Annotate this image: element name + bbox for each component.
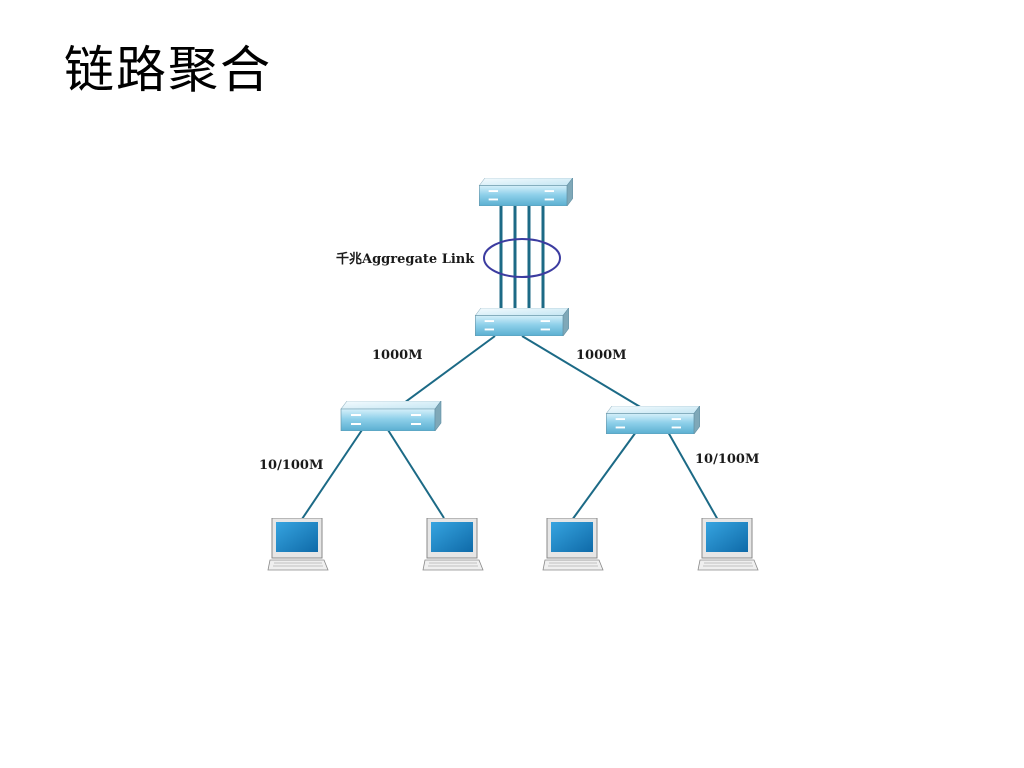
distribution-switch-icon (474, 308, 570, 336)
uplink-left-label: 1000M (372, 348, 423, 363)
laptop-icon (422, 518, 484, 571)
laptop-icon (267, 518, 329, 571)
access-right-label: 10/100M (695, 452, 759, 467)
uplink-right-label: 1000M (576, 348, 627, 363)
access-switch-right-icon (605, 406, 701, 434)
uplink-right (521, 335, 643, 409)
access-link-1 (299, 429, 363, 523)
slide-title: 链路聚合 (64, 41, 272, 99)
laptop-icon (697, 518, 759, 571)
access-link-3 (571, 431, 637, 521)
core-switch-icon (478, 178, 574, 206)
aggregate-links (499, 200, 545, 312)
access-switch-left-icon (340, 401, 442, 431)
laptop-icon (542, 518, 604, 571)
aggregate-link-label: 千兆Aggregate Link (336, 251, 475, 267)
access-left-label: 10/100M (259, 458, 323, 473)
aggregate-ellipse (483, 238, 561, 278)
access-link-2 (387, 429, 445, 519)
access-link-4 (667, 431, 719, 521)
